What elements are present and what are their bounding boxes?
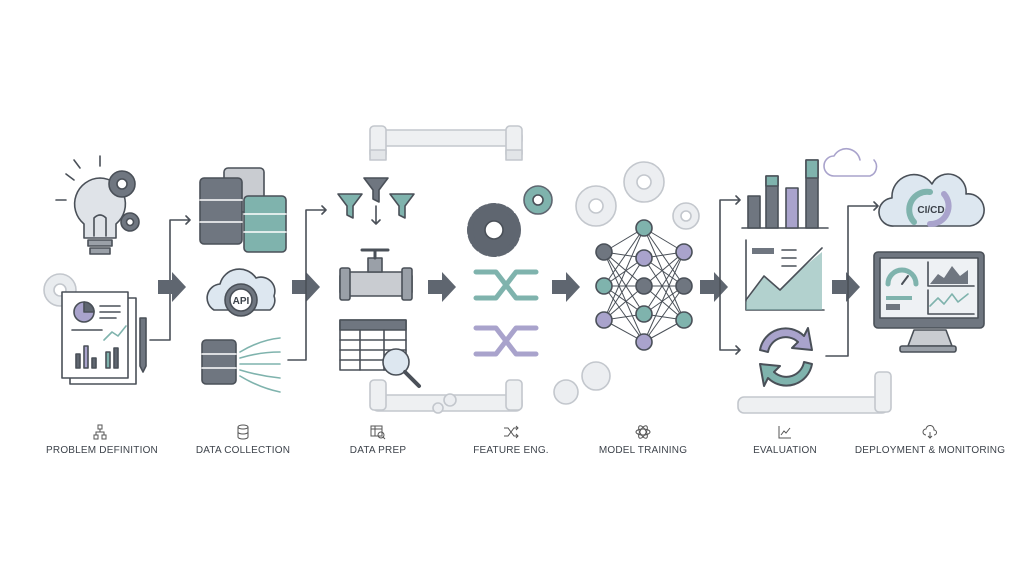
shuffle-arrows-icon <box>473 269 539 357</box>
line-chart-icon <box>745 239 825 311</box>
bar-chart-icon <box>741 159 829 229</box>
nn-connection <box>643 285 685 343</box>
nn-node <box>635 249 653 267</box>
stage-label-model-training: MODEL TRAINING <box>598 445 688 456</box>
valve-pipe-icon <box>339 248 413 301</box>
nn-node <box>595 243 613 261</box>
stage-label-evaluation: EVALUATION <box>753 445 817 456</box>
flow-arrows <box>158 272 860 302</box>
flow-arrow-6 <box>832 272 860 302</box>
nn-node <box>675 311 693 329</box>
stage-label-feature-eng: FEATURE ENG. <box>473 445 549 456</box>
cicd-cloud-icon: CI/CD <box>878 173 985 227</box>
stage-label-problem-definition: PROBLEM DEFINITION <box>46 445 158 456</box>
nn-connection <box>643 227 685 321</box>
filter-funnels-icon <box>337 177 415 225</box>
nn-node <box>635 305 653 323</box>
branch-connector <box>149 215 191 341</box>
api-cloud-icon: API <box>206 268 276 317</box>
nn-connection <box>603 251 645 343</box>
nn-connection <box>603 251 645 315</box>
nn-connection <box>643 227 685 287</box>
cloud-icon <box>922 425 937 439</box>
top-pipe <box>369 125 523 161</box>
atom-icon <box>635 425 651 439</box>
lightbulb-gears-icon <box>43 155 140 307</box>
shuffle-icon <box>504 425 519 439</box>
nn-node <box>675 243 693 261</box>
nn-node <box>635 333 653 351</box>
branch-connector <box>719 195 741 355</box>
nn-node <box>675 277 693 295</box>
refresh-cycle-icon <box>759 327 813 387</box>
nn-connection <box>603 257 645 321</box>
table-search-icon <box>370 425 386 440</box>
nn-connection <box>603 227 645 287</box>
flow-arrow-5 <box>700 272 728 302</box>
report-document-icon <box>61 291 147 385</box>
api-label: API <box>233 296 250 307</box>
nn-connection <box>603 285 645 343</box>
database-icon <box>237 424 249 440</box>
gears-icon <box>467 185 553 257</box>
cicd-label: CI/CD <box>917 205 944 216</box>
nn-connection <box>643 251 685 315</box>
nn-connection <box>643 257 685 321</box>
nn-node <box>635 277 653 295</box>
database-streams-icon <box>201 337 281 393</box>
nn-node <box>595 277 613 295</box>
table-magnifier-icon <box>339 319 421 388</box>
nn-connection <box>603 227 645 321</box>
database-stack-icon <box>199 167 287 253</box>
nn-connection <box>643 251 685 343</box>
nn-node <box>595 311 613 329</box>
monitor-dashboard-icon <box>873 251 985 353</box>
stage-label-data-prep: DATA PREP <box>349 445 407 456</box>
bottom-pipe <box>369 371 892 414</box>
hierarchy-icon <box>93 424 107 440</box>
background-gears <box>575 161 700 230</box>
stage-label-deployment-monitoring: DEPLOYMENT & MONITORING <box>854 445 1006 456</box>
flow-arrow-3 <box>428 272 456 302</box>
small-gears-icon <box>432 361 611 414</box>
line-chart-icon <box>778 426 791 439</box>
neural-network-icon <box>595 219 693 351</box>
feedback-loop-icon <box>823 147 878 177</box>
flow-arrow-4 <box>552 272 580 302</box>
nn-node <box>635 219 653 237</box>
flow-arrow-1 <box>158 272 186 302</box>
branch-connector <box>825 201 879 357</box>
stage-label-data-collection: DATA COLLECTION <box>195 445 291 456</box>
branch-connector <box>287 205 327 361</box>
